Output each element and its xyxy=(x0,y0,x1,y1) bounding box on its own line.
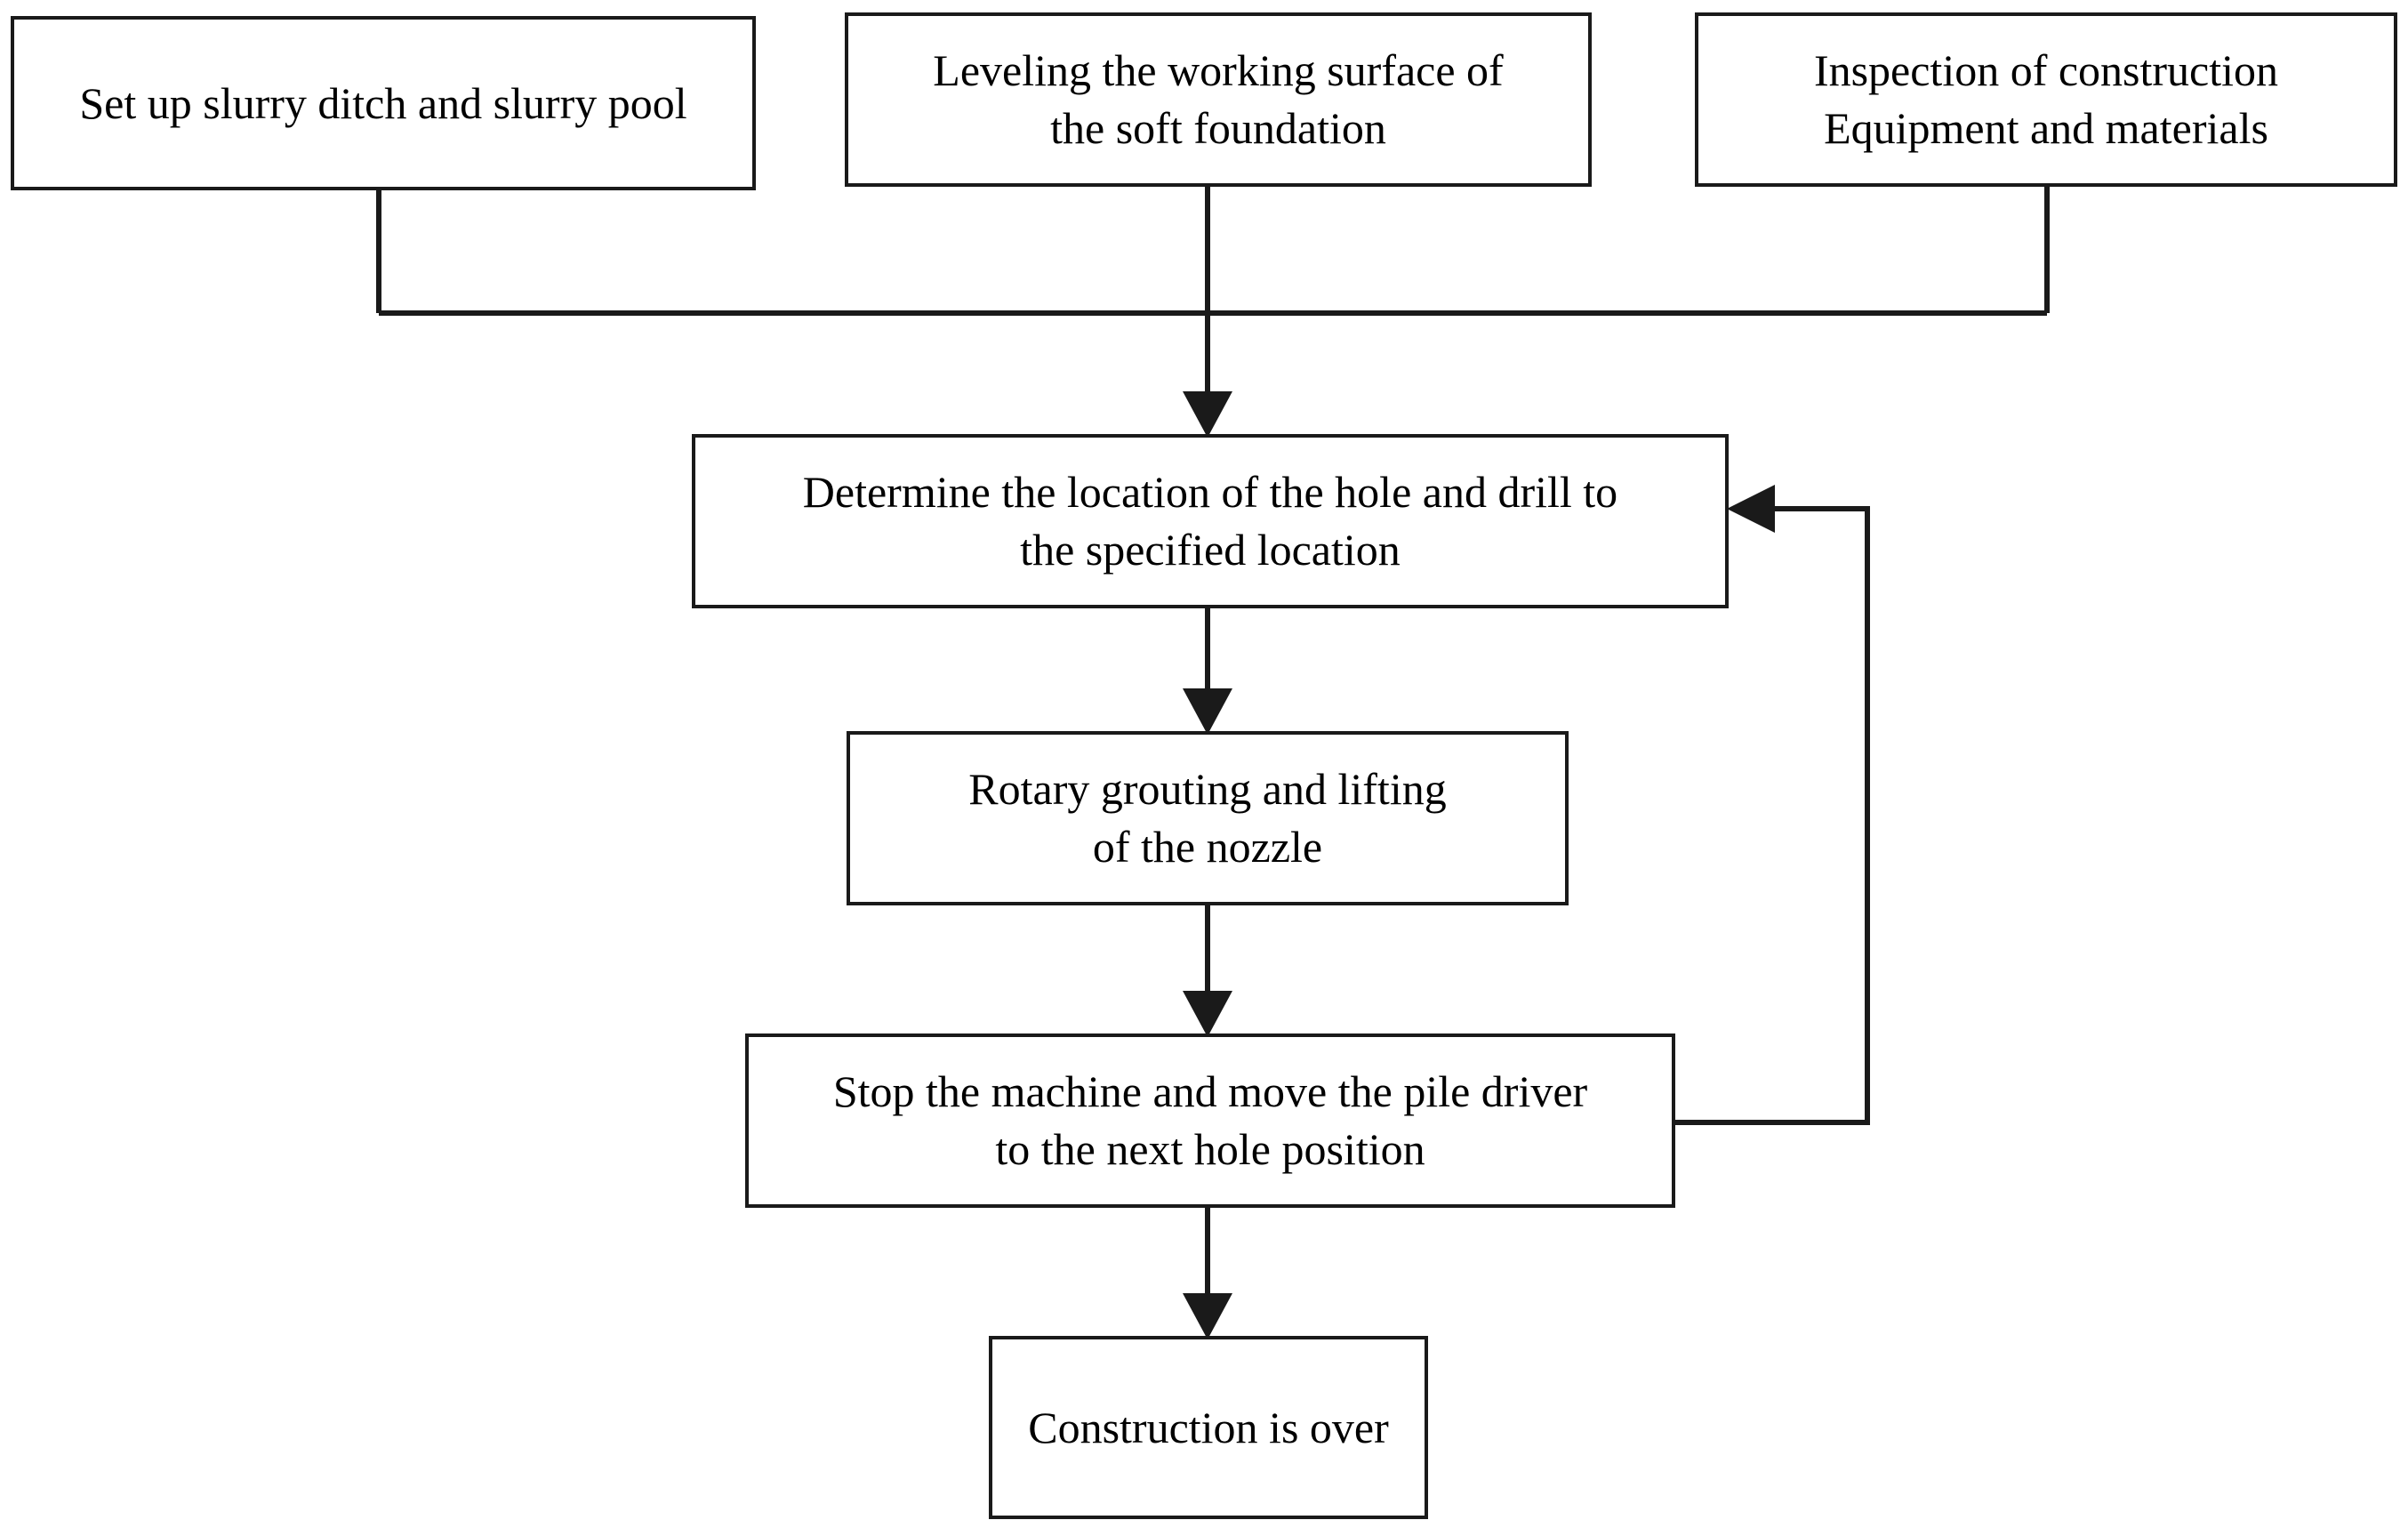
node-label: Inspection of construction Equipment and… xyxy=(1813,45,2279,153)
arrowhead-to-stop xyxy=(1183,991,1232,1037)
node-stop-machine[interactable]: Stop the machine and move the pile drive… xyxy=(745,1033,1675,1208)
node-construction-over[interactable]: Construction is over xyxy=(989,1336,1428,1519)
node-setup-slurry[interactable]: Set up slurry ditch and slurry pool xyxy=(11,16,756,190)
arrowhead-to-construction-over xyxy=(1183,1293,1232,1339)
node-label: Stop the machine and move the pile drive… xyxy=(832,1066,1588,1174)
arrowhead-feedback-loop xyxy=(1727,485,1775,533)
node-rotary-grouting[interactable]: Rotary grouting and lifting of the nozzl… xyxy=(847,731,1569,905)
node-label: Rotary grouting and lifting of the nozzl… xyxy=(968,764,1447,872)
node-inspection-equipment[interactable]: Inspection of construction Equipment and… xyxy=(1695,12,2397,187)
node-label: Leveling the working surface of the soft… xyxy=(933,45,1504,153)
node-label: Set up slurry ditch and slurry pool xyxy=(79,77,687,128)
arrowhead-to-determine xyxy=(1183,391,1232,438)
node-label: Construction is over xyxy=(1028,1402,1389,1452)
arrowhead-to-rotary xyxy=(1183,688,1232,735)
node-label: Determine the location of the hole and d… xyxy=(802,467,1618,575)
node-determine-location[interactable]: Determine the location of the hole and d… xyxy=(692,434,1729,608)
node-leveling-surface[interactable]: Leveling the working surface of the soft… xyxy=(845,12,1592,187)
